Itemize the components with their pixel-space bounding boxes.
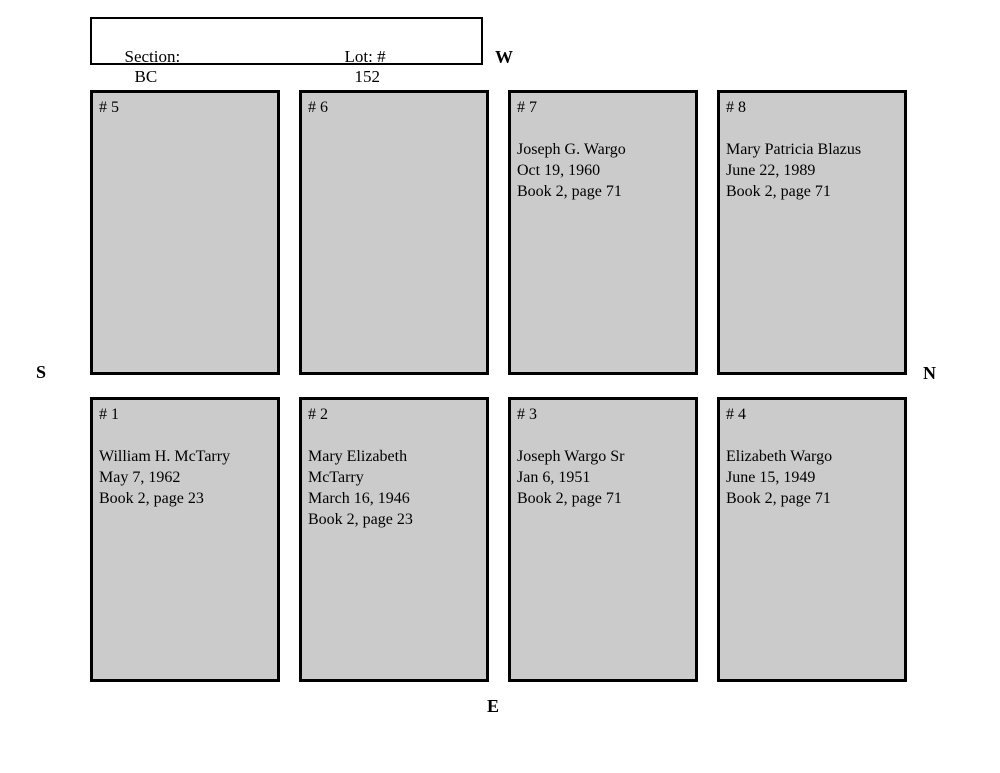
section-value: BC — [134, 67, 158, 86]
plot-number: # 8 — [726, 99, 746, 116]
plot-4: # 4 Elizabeth Wargo June 15, 1949 Book 2… — [717, 397, 907, 682]
plot-occupant-name: Joseph G. Wargo — [517, 141, 626, 158]
plot-8: # 8 Mary Patricia Blazus June 22, 1989 B… — [717, 90, 907, 375]
lot-value: 152 — [354, 67, 381, 86]
plot-5: # 5 — [90, 90, 280, 375]
plot-occupant-name: Mary Elizabeth — [308, 448, 408, 465]
plot-1: # 1 William H. McTarry May 7, 1962 Book … — [90, 397, 280, 682]
plot-date: June 15, 1949 — [726, 469, 816, 486]
plot-number: # 4 — [726, 406, 746, 423]
plot-spacer — [99, 425, 271, 446]
plot-number: # 1 — [99, 406, 119, 423]
plot-3: # 3 Joseph Wargo Sr Jan 6, 1951 Book 2, … — [508, 397, 698, 682]
plot-spacer — [517, 118, 689, 139]
plot-occupant-name: Joseph Wargo Sr — [517, 448, 625, 465]
header-box: Section: BC Lot: # 152 — [90, 17, 483, 86]
plot-date: June 22, 1989 — [726, 162, 816, 179]
plot-date: May 7, 1962 — [99, 469, 181, 486]
plot-book-ref: Book 2, page 23 — [99, 490, 204, 507]
plot-number: # 7 — [517, 99, 537, 116]
section-field: Section: BC — [99, 27, 181, 107]
plot-number: # 2 — [308, 406, 328, 423]
plot-book-ref: Book 2, page 23 — [308, 511, 413, 528]
plot-book-ref: Book 2, page 71 — [726, 490, 831, 507]
plot-number: # 6 — [308, 99, 328, 116]
plot-7: # 7 Joseph G. Wargo Oct 19, 1960 Book 2,… — [508, 90, 698, 375]
plot-number: # 3 — [517, 406, 537, 423]
plot-spacer — [726, 118, 898, 139]
plot-date: Oct 19, 1960 — [517, 162, 601, 179]
plot-book-ref: Book 2, page 71 — [726, 183, 831, 200]
plot-spacer — [726, 425, 898, 446]
plot-occupant-name: Elizabeth Wargo — [726, 448, 833, 465]
plot-number: # 5 — [99, 99, 119, 116]
compass-west-label: W — [495, 47, 513, 67]
compass-north-label: N — [923, 363, 936, 383]
compass-south-label: S — [36, 362, 47, 382]
plot-spacer — [517, 425, 689, 446]
plot-grid: # 5 # 6 # 7 Joseph G. Wargo Oct 19, 1960… — [90, 90, 907, 682]
lot-label: Lot: # — [344, 47, 386, 66]
plot-2: # 2 Mary Elizabeth McTarry March 16, 194… — [299, 397, 489, 682]
plot-occupant-name: McTarry — [308, 469, 364, 486]
plot-spacer — [308, 425, 480, 446]
plot-book-ref: Book 2, page 71 — [517, 183, 622, 200]
lot-field: Lot: # 152 — [319, 27, 386, 107]
plot-6: # 6 — [299, 90, 489, 375]
plot-date: March 16, 1946 — [308, 490, 410, 507]
section-label: Section: — [124, 47, 181, 66]
plot-date: Jan 6, 1951 — [517, 469, 591, 486]
plot-occupant-name: Mary Patricia Blazus — [726, 141, 862, 158]
plot-occupant-name: William H. McTarry — [99, 448, 231, 465]
plot-book-ref: Book 2, page 71 — [517, 490, 622, 507]
compass-east-label: E — [487, 696, 500, 716]
